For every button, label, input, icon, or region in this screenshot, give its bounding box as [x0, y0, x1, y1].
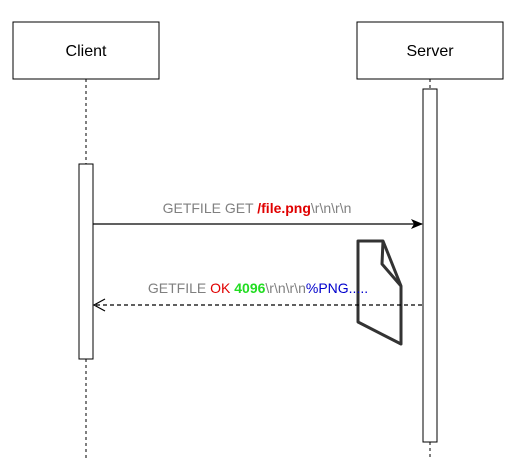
client-activation-bar[interactable] — [78, 163, 94, 360]
request-part-terminator: \r\n\r\n — [311, 200, 351, 216]
server-label: Server — [406, 43, 454, 60]
document-icon — [356, 239, 403, 346]
response-part-terminator: \r\n\r\n — [265, 280, 305, 296]
request-part-method: GETFILE GET — [163, 200, 258, 216]
client-participant[interactable]: Client — [12, 21, 160, 80]
response-part-method: GETFILE — [148, 280, 210, 296]
server-activation-bar[interactable] — [422, 88, 438, 443]
response-part-payload: %PNG..... — [306, 280, 368, 296]
server-box[interactable] — [356, 21, 504, 80]
response-arrowhead — [92, 298, 106, 312]
server-participant[interactable]: Server — [356, 21, 504, 80]
response-label: GETFILE OK 4096\r\n\r\n%PNG..... — [148, 280, 368, 296]
request-label: GETFILE GET /file.png\r\n\r\n — [163, 200, 352, 216]
client-box[interactable] — [12, 21, 160, 80]
request-part-path: /file.png — [257, 200, 311, 216]
document-icon-body — [356, 239, 403, 346]
response-part-status: OK — [210, 280, 234, 296]
response-part-size: 4096 — [234, 280, 265, 296]
document-icon-fold — [380, 240, 403, 287]
client-label: Client — [66, 43, 107, 60]
